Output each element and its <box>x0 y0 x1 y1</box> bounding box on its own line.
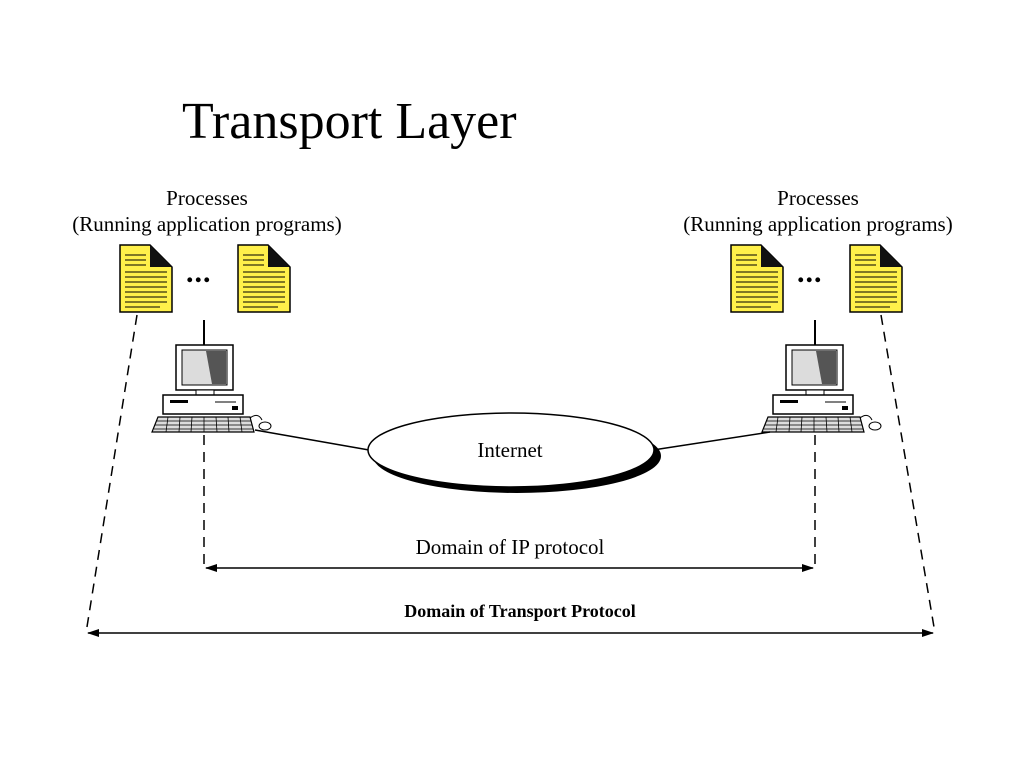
right-caption-line2: (Running application programs) <box>683 212 953 236</box>
right-processes-caption: Processes (Running application programs) <box>648 185 988 237</box>
right-more-processes-ellipsis: ... <box>797 256 823 289</box>
left-computer-icon <box>151 344 272 433</box>
right-network-link <box>652 431 771 451</box>
left-more-processes-ellipsis: ... <box>186 256 212 289</box>
right-caption-line1: Processes <box>777 186 859 210</box>
internet-label: Internet <box>477 438 543 462</box>
left-processes-caption: Processes (Running application programs) <box>37 185 377 237</box>
process-document-icon-right-1 <box>730 244 784 313</box>
transport-domain-left-boundary <box>85 314 138 634</box>
left-caption-line1: Processes <box>166 186 248 210</box>
left-caption-line2: (Running application programs) <box>72 212 342 236</box>
process-document-icon-left-1 <box>119 244 173 313</box>
ip-domain-label: Domain of IP protocol <box>415 535 605 559</box>
right-computer-icon <box>761 344 882 433</box>
process-document-icon-right-2 <box>849 244 903 313</box>
transport-domain-right-boundary <box>880 314 936 634</box>
transport-domain-label: Domain of Transport Protocol <box>404 601 636 621</box>
left-network-link <box>254 429 370 451</box>
slide-title: Transport Layer <box>182 93 517 150</box>
internet-cloud <box>367 412 661 493</box>
process-document-icon-left-2 <box>237 244 291 313</box>
